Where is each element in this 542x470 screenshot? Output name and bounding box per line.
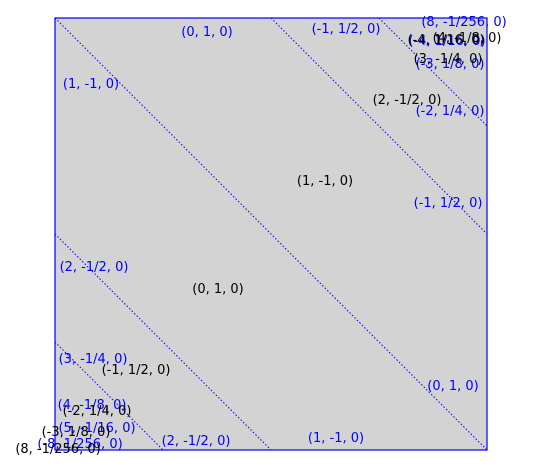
- dotted-line: [54, 17, 488, 451]
- edge-label: (4, -1/8, 0): [58, 398, 127, 413]
- edge-label: (5, -1/16, 0): [58, 421, 135, 436]
- edge-label: (2, -1/2, 0): [162, 434, 231, 449]
- dotted-line: [378, 17, 488, 127]
- edge-label: (-1, 1/2, 0): [414, 196, 483, 211]
- edge-label: (2, -1/2, 0): [60, 260, 129, 275]
- edge-label: (3, -1/4, 0): [59, 352, 128, 367]
- edge-label: (-8, 1/256, 0): [37, 437, 122, 452]
- region-label: (-3, 1/8, 0): [42, 425, 111, 440]
- region-label: (8, -1/256, 0): [15, 442, 100, 457]
- edge-label: (1, -1, 0): [63, 77, 119, 92]
- edge-label: (1, -1, 0): [308, 431, 364, 446]
- region-label-layer: (1, -1, 0) (0, 1, 0) (-1, 1/2, 0) (2, -1…: [15, 31, 501, 457]
- dotted-line-group: [54, 17, 488, 451]
- edge-label: (8, -1/256, 0): [421, 15, 506, 30]
- region-label: (1, -1, 0): [297, 174, 353, 189]
- region-label: (-2, 1/4, 0): [63, 404, 132, 419]
- edge-label: (-4, 1/16, 0): [408, 34, 485, 49]
- dotted-line: [54, 341, 164, 451]
- region-label: (2, -1/2, 0): [373, 93, 442, 108]
- region-label: (-1, 1/2, 0): [102, 363, 171, 378]
- edge-label: (-3, 1/8, 0): [416, 57, 485, 72]
- region-label: (0, 1, 0): [192, 282, 244, 297]
- edge-label-layer: (0, 1, 0) (-1, 1/2, 0) (1, -1, 0) (-2, 1…: [37, 15, 506, 452]
- edge-label: (0, 1, 0): [427, 379, 479, 394]
- region-label: (4, -1/8, 0): [433, 31, 502, 46]
- region-label: (-4, 1/16, 0): [407, 33, 484, 48]
- edge-label: (-1, 1/2, 0): [312, 22, 381, 37]
- region-label: (3, -1/4, 0): [414, 52, 483, 67]
- edge-label: (-2, 1/4, 0): [416, 104, 485, 119]
- edge-label: (0, 1, 0): [181, 25, 233, 40]
